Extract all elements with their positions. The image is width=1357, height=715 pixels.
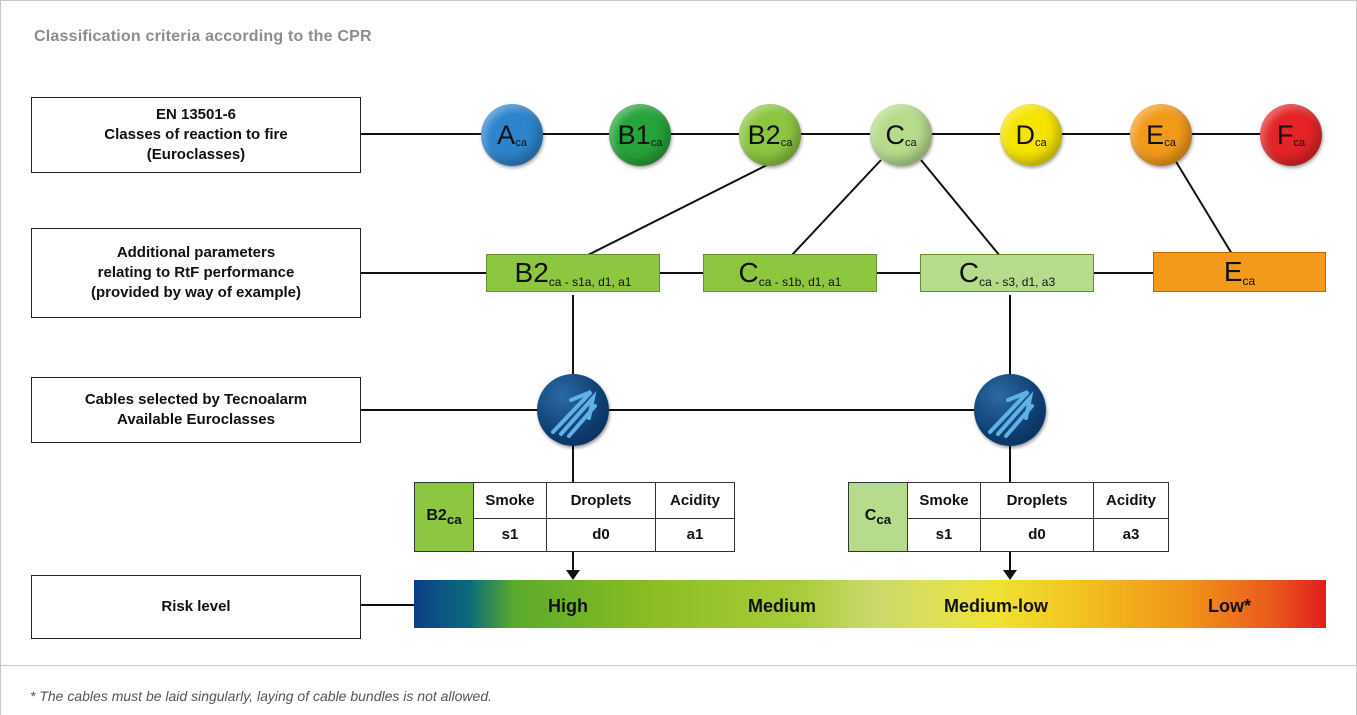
- table-value-cell: a3: [1093, 517, 1169, 552]
- risk-gradient-bar: [414, 580, 1326, 628]
- param-table-c: Cca Smoke Droplets Acidity s1 d0 a3: [848, 482, 1169, 552]
- class-main: A: [497, 119, 516, 150]
- table-header-cell: Droplets: [980, 482, 1094, 519]
- tecnoalarm-logo-mark: [988, 390, 1034, 438]
- table-header-cell: Smoke: [907, 482, 981, 519]
- tecnoalarm-logo-mark: [551, 390, 597, 438]
- table-header-cell: Droplets: [546, 482, 656, 519]
- link-c-to-param1: [790, 159, 882, 257]
- table-header-cell: Acidity: [1093, 482, 1169, 519]
- table-class-main: C: [864, 506, 877, 524]
- class-sub: ca: [1293, 137, 1306, 149]
- table-value-cell: d0: [980, 517, 1094, 552]
- risk-level-medium-low: Medium-low: [944, 596, 1048, 616]
- table-value-cell: a1: [655, 517, 735, 552]
- param-main: C: [738, 257, 759, 288]
- param-main: B2: [514, 257, 549, 288]
- class-sub: ca: [780, 137, 793, 149]
- arrow-head-left: [566, 570, 580, 580]
- risk-level-low: Low*: [1208, 596, 1251, 616]
- frame-left-border: [0, 0, 1, 715]
- label-line: EN 13501-6: [155, 105, 237, 123]
- table-header-cell: Acidity: [655, 482, 735, 519]
- table-header-cell: Smoke: [473, 482, 547, 519]
- table-value-cell: d0: [546, 517, 656, 552]
- param-table-b2: B2ca Smoke Droplets Acidity s1 d0 a1: [414, 482, 735, 552]
- class-main: C: [885, 119, 905, 150]
- label-line: Additional parameters: [116, 243, 276, 261]
- link-b2-to-param: [585, 163, 770, 257]
- class-sub: ca: [904, 137, 917, 149]
- param-sub: ca - s1b, d1, a1: [758, 275, 842, 289]
- class-sub: ca: [1164, 137, 1176, 149]
- link-c-to-param2: [920, 159, 1001, 257]
- arrow-head-right: [1003, 570, 1017, 580]
- footnote: * The cables must be laid singularly, la…: [30, 688, 492, 704]
- label-risk-level: Risk level: [31, 575, 361, 639]
- label-line: (provided by way of example): [90, 284, 302, 302]
- table-class-cell: B2ca: [414, 482, 474, 552]
- class-main: B2: [747, 119, 781, 150]
- table-value-cell: s1: [473, 517, 547, 552]
- frame-bottom-rule: [0, 665, 1357, 666]
- frame-top-border: [0, 0, 1357, 1]
- table-class-cell: Cca: [848, 482, 908, 552]
- class-sub: ca: [515, 137, 527, 149]
- class-main: F: [1276, 119, 1294, 150]
- table-class-sub: ca: [446, 512, 462, 528]
- risk-level-high: High: [548, 596, 588, 616]
- label-additional-parameters: Additional parameters relating to RtF per…: [31, 228, 361, 318]
- label-line: relating to RtF performance: [97, 263, 295, 281]
- param-main: E: [1223, 256, 1243, 287]
- class-main: D: [1015, 119, 1035, 150]
- param-sub: ca: [1242, 274, 1256, 288]
- param-sub: ca - s3, d1, a3: [979, 275, 1056, 289]
- risk-level-medium: Medium: [748, 596, 817, 616]
- label-line: Cables selected by Tecnoalarm: [84, 390, 308, 408]
- param-sub: ca - s1a, d1, a1: [548, 275, 632, 289]
- class-main: E: [1146, 119, 1165, 150]
- table-class-sub: ca: [876, 512, 892, 528]
- label-line: Risk level: [161, 597, 231, 615]
- link-e-to-param: [1174, 159, 1233, 255]
- diagram-title: Classification criteria according to the…: [34, 28, 372, 45]
- class-main: B1: [617, 119, 651, 150]
- tecnoalarm-logo-icon: [974, 374, 1046, 446]
- label-line: Classes of reaction to fire: [104, 125, 288, 143]
- class-sub: ca: [650, 137, 663, 149]
- label-line: Available Euroclasses: [117, 411, 275, 428]
- label-line: (Euroclasses): [146, 146, 246, 164]
- tecnoalarm-logo-icon: [537, 374, 609, 446]
- table-class-main: B2: [426, 506, 447, 524]
- param-main: C: [958, 257, 980, 288]
- table-value-cell: s1: [907, 517, 981, 552]
- class-sub: ca: [1034, 137, 1047, 149]
